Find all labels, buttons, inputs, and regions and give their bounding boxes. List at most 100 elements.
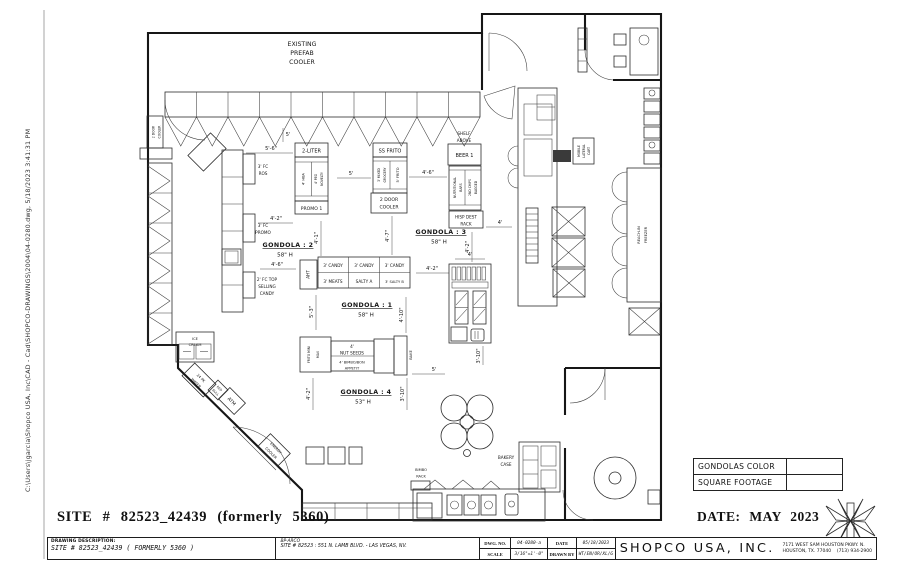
- dim: 5': [432, 367, 437, 373]
- frito-mini-label: FRITO MINI: [307, 346, 311, 363]
- dw g-no-value: 04-0280-a: [511, 538, 547, 549]
- bimbo-label: APPETIT: [345, 367, 360, 371]
- client-cell: BP-ARCO SITE # 82523 : 551 N. LAMB BLVD.…: [276, 538, 481, 559]
- dim: 5'-6": [265, 146, 277, 152]
- cart-label: CART: [587, 147, 591, 155]
- restrooms: [562, 366, 661, 521]
- gondola1-title: GONDOLA : 1: [342, 302, 393, 309]
- legend-row: GONDOLAS COLOR: [694, 459, 842, 474]
- g1-cell: 3' CANDY: [354, 263, 374, 268]
- cooler-east-doors: [483, 32, 556, 121]
- gondola3: SHELF ABOVE BEER 1 NUTRITIONAL BARS 2ND …: [416, 131, 512, 262]
- fc-candy-label: CANDY: [260, 291, 275, 296]
- gondola4-height: 53" H: [355, 400, 371, 406]
- red-bull-label: RED: [216, 385, 224, 393]
- info-values-col: 04-0280-a 3/16"=1'-0": [511, 538, 548, 559]
- cooler-label: COOLER: [289, 59, 315, 66]
- date-value: 05/18/2023: [576, 538, 615, 549]
- two-door-cooler-label: COOLER: [379, 205, 399, 211]
- site-address: SITE # 82523 : 551 N. LAMB BLVD. - LAS V…: [280, 544, 407, 549]
- drawing-description-value: SITE # 82523_42439 ( FORMERLY 5360 ): [51, 544, 194, 552]
- promo-label: PROMO 1: [301, 206, 323, 212]
- mixed-grocery-label: 3' MIXED: [377, 167, 381, 181]
- cart-label: MOBILE: [577, 145, 581, 157]
- gondola1: AHT 3' CANDY 3' CANDY 3' CANDY 3' MEATS …: [299, 256, 449, 333]
- dim: 4'-10": [399, 307, 405, 322]
- two-liter-label: 2-LITER: [302, 149, 321, 155]
- drawing-info-grid: DWG. NO. SCALE 04-0280-a 3/16"=1'-0" DAT…: [480, 538, 876, 559]
- fc-promo-label: PROMO: [255, 230, 271, 235]
- clover-display: [440, 394, 494, 457]
- dim: 4': [498, 220, 503, 226]
- hisp-label: RACK: [460, 222, 471, 227]
- dim: 4'-2": [426, 266, 438, 272]
- freezer-label: REACH-IN: [637, 226, 641, 244]
- frito-mini-label: MAX: [316, 350, 320, 358]
- fc-candy-label: 2' FC TOP: [257, 277, 278, 282]
- hba-label: 4' HBA: [302, 172, 306, 185]
- gondola-legend: GONDOLAS COLOR SQUARE FOOTAGE: [693, 458, 843, 491]
- ss-frito-label: SS FRITO: [379, 149, 402, 155]
- bimbo-rack-label: RACK: [416, 475, 426, 479]
- two-door-cooler-label: 2 DOOR: [380, 197, 399, 203]
- dim: 4'-6": [422, 170, 434, 176]
- drawn-by-value: WT/EN/OR/XL/G: [578, 551, 614, 557]
- legend-value: [787, 459, 842, 474]
- site-title: SITE # 82523_42439 (formerly 5360): [57, 509, 330, 525]
- ice-cream-label: ICE: [192, 337, 199, 341]
- legend-row: SQUARE FOOTAGE: [694, 474, 842, 490]
- dim: 4'-1": [314, 232, 320, 244]
- office: [577, 14, 661, 82]
- title-block: DRAWING DESCRIPTION: SITE # 82523_42439 …: [47, 537, 877, 560]
- water-label: 24 PK: [196, 373, 207, 384]
- nutritional-label: NUTRITIONAL: [453, 177, 457, 198]
- scale-value: 3/16"=1'-0": [514, 551, 544, 557]
- shelf-above-label: SHELF: [457, 131, 471, 136]
- info-values-col2: 05/18/2023 WT/EN/OR/XL/G: [576, 538, 616, 559]
- prefab-cooler: EXISTING PREFAB COOLER: [164, 41, 481, 147]
- fc-promo-label: 3' FC: [258, 223, 269, 228]
- gondola3-title: GONDOLA : 3: [416, 229, 467, 236]
- bake-label: BAKE: [409, 350, 413, 360]
- gondola2-wall-fixtures: 3' FC ROS 3' FC PROMO 2' FC TOP SELLING …: [221, 149, 278, 313]
- compass-logo: [825, 498, 876, 544]
- atm-label: ATM: [226, 396, 237, 407]
- ice-cream-label: CREAM: [189, 343, 202, 347]
- nut-seeds-label: 4': [350, 344, 354, 349]
- bakery-case-label: BAKERY: [498, 455, 515, 460]
- peg-novelty-label: 4' PEG: [314, 173, 318, 184]
- dim: 4'-2": [465, 241, 471, 253]
- gondola2-title: GONDOLA : 2: [263, 242, 314, 249]
- fc-candy-label: SELLING: [258, 284, 276, 289]
- prep-counters: MOBILE LATERAL CART: [507, 87, 595, 307]
- beer-label: BEER 1: [456, 153, 474, 159]
- gondola4: FRITO MINI MAX 4' NUT SEEDS 4' BIMBO/BON…: [299, 335, 445, 410]
- fc-ros-label: 3' FC: [258, 164, 269, 169]
- dim: 5': [349, 171, 354, 177]
- dim: 3'-10": [400, 386, 406, 401]
- fc-ros-label: ROS: [259, 171, 268, 176]
- company-address: 7171 WEST SAM HOUSTON PKWY. N. HOUSTON, …: [782, 543, 872, 554]
- date-title: DATE: MAY 2023: [697, 509, 820, 524]
- gondola2: 2-LITER 4' HBA 4' PEG NOVELTY PROMO 1 GO…: [263, 142, 329, 259]
- dim: 4'-2": [270, 216, 282, 222]
- cooler-label: PREFAB: [290, 50, 313, 57]
- g1-cell: 3' MEATS: [323, 279, 343, 284]
- g1-cell: SALTY A: [356, 279, 373, 284]
- reach-in-freezer: REACH-IN FREEZER: [611, 167, 662, 336]
- company-name: SHOPCO USA, INC.: [619, 541, 775, 556]
- address-line1: 7171 WEST SAM HOUSTON PKWY. N.: [782, 542, 865, 548]
- peg-novelty-label: NOVELTY: [320, 172, 324, 186]
- frito5-label: 5' FRITO: [396, 167, 400, 182]
- dim: 4'-2": [306, 388, 312, 400]
- gondola1-height: 58" H: [358, 313, 374, 319]
- gondola2-dims: 5'-6" 5' 4'-2" 4'-6" 4'-1" 5'-3": [246, 128, 322, 330]
- address-line2: HOUSTON, TX. 77040: [782, 548, 832, 554]
- client-name: BP-ARCO: [280, 539, 301, 544]
- left-wall-fixtures: 2 DOOR COOLER: [139, 99, 227, 346]
- info-labels-col2: DATE DRAWN BY: [547, 538, 577, 559]
- drawn-by-label: DRAWN BY: [549, 551, 575, 557]
- two-door-cooler-label: 2 DOOR: [152, 125, 156, 138]
